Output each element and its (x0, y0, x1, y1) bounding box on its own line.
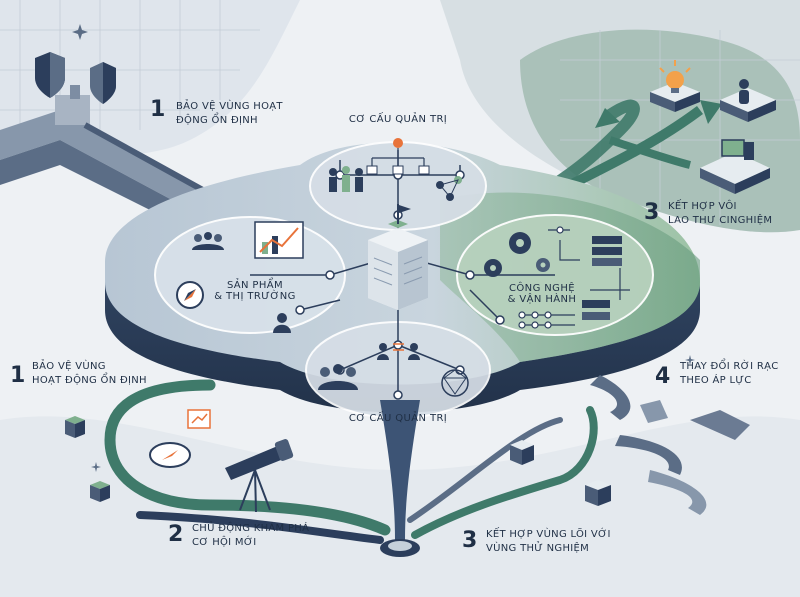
platform-funnel (380, 400, 420, 540)
step-1-top-line2: ĐỘNG ỔN ĐỊNH (176, 115, 258, 126)
trend-badge-icon (187, 409, 211, 429)
people-icon (318, 364, 358, 390)
pipes (104, 379, 598, 544)
step-3-top-line2: LAO THƯ CINGHIỆM (668, 215, 773, 226)
step-2-line2: CƠ HỘI MỚI (192, 537, 257, 548)
step-3-bottom-caption: KẾT HỢP VÙNG LÕI VỚI VÙNG THỬ NGHIỆM (486, 528, 611, 556)
step-4-line2: THEO ÁP LỰC (680, 375, 752, 386)
flow-diagram (518, 226, 630, 329)
people-icon (192, 232, 224, 250)
step-1-top-line1: BẢO VỆ VÙNG HOẠT (176, 101, 283, 112)
step-4-caption: THAY ĐỔI RỜI RẠC THEO ÁP LỰC (680, 360, 779, 388)
governance-bottom-title: CƠ CẤU QUẢN TRỊ (348, 413, 448, 424)
step-3-top-number: 3 (644, 200, 660, 225)
exchange-icon (377, 343, 420, 360)
server-icon (582, 236, 622, 320)
compass-icon (176, 281, 204, 309)
broken-path (590, 375, 750, 515)
telescope-icon (225, 439, 294, 513)
shield-icon (35, 52, 65, 98)
cube-icon (510, 440, 534, 465)
step-1-top-caption: BẢO VỆ VÙNG HOẠT ĐỘNG ỔN ĐỊNH (176, 100, 283, 128)
step-2-line1: CHỦ ĐỘNG KHÁM PHÁ (192, 523, 310, 534)
step-3-bottom-line1: KẾT HỢP VÙNG LÕI VỚI (486, 529, 611, 540)
cube-icon (90, 481, 110, 502)
team-network-icon (436, 176, 462, 201)
lightbulb-icon (659, 60, 691, 93)
person-icon (739, 79, 749, 104)
step-3-top-line1: KẾT HỢP VÔI (668, 201, 737, 212)
tech-operations-line1: CÔNG NGHỆ (509, 283, 575, 294)
gear-icon (484, 232, 550, 277)
cube-icon (65, 416, 85, 438)
shield-icon (90, 62, 116, 104)
step-1-left-number: 1 (10, 363, 26, 388)
step-4-line1: THAY ĐỔI RỜI RẠC (680, 361, 779, 372)
building-icon (368, 204, 428, 310)
step-1-left-line2: HOẠT ĐỘNG ỔN ĐỊNH (32, 375, 147, 386)
network-icon (441, 369, 469, 397)
step-3-top-caption: KẾT HỢP VÔI LAO THƯ CINGHIỆM (668, 200, 772, 228)
step-3-bottom-line2: VÙNG THỬ NGHIỆM (486, 543, 590, 554)
people-icon (329, 166, 363, 192)
step-4-number: 4 (655, 364, 671, 389)
governance-top-title: CƠ CẤU QUẢN TRỊ (348, 114, 448, 125)
step-2-caption: CHỦ ĐỘNG KHÁM PHÁ CƠ HỘI MỚI (192, 522, 309, 550)
step-1-left-caption: BẢO VỆ VÙNG HOẠT ĐỘNG ỔN ĐỊNH (32, 360, 147, 388)
branching-arrows (526, 99, 722, 206)
monitor-icon (721, 139, 754, 160)
product-market-line2: & THỊ TRƯỜNG (214, 291, 296, 302)
person-icon (273, 313, 291, 333)
step-1-top-number: 1 (150, 97, 166, 122)
cube-icon (585, 480, 611, 506)
step-3-bottom-number: 3 (462, 528, 478, 553)
product-market-title: SẢN PHẨM & THỊ TRƯỜNG (210, 280, 300, 302)
step-1-left-line1: BẢO VỆ VÙNG (32, 361, 106, 372)
tech-operations-line2: & VẬN HÀNH (507, 294, 577, 305)
tech-operations-title: CÔNG NGHỆ & VẬN HÀNH (497, 283, 587, 305)
product-market-line1: SẢN PHẨM (226, 280, 284, 291)
compass-icon (149, 442, 191, 468)
sparkle-icons (72, 24, 695, 472)
chart-icon (254, 221, 304, 259)
org-chart-icon (366, 138, 430, 175)
step-2-number: 2 (168, 522, 184, 547)
